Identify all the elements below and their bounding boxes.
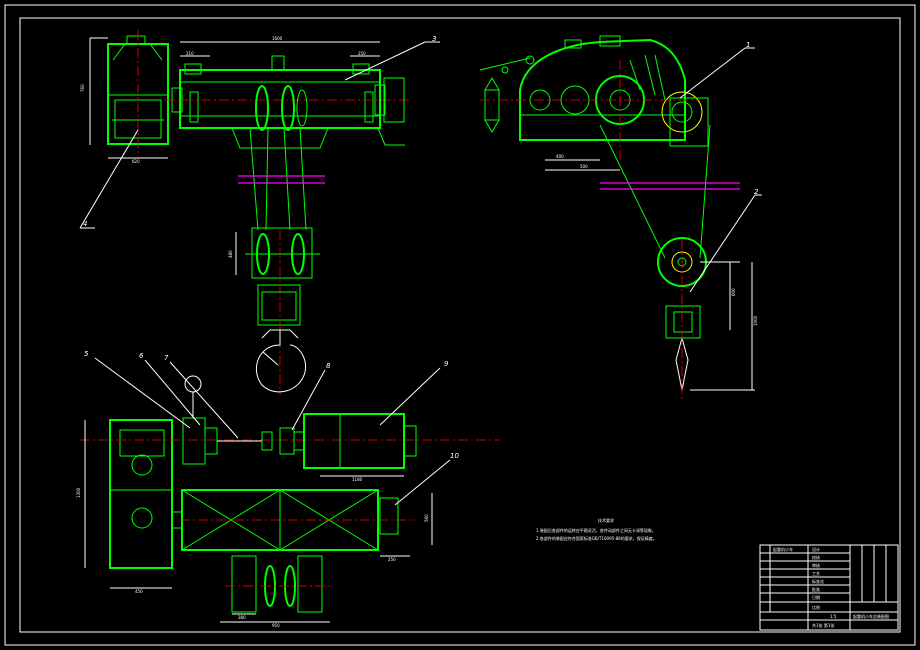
tb-row-3: 审核 [812,562,820,568]
dim-plan-bottom-b: 950 [272,623,280,628]
callout-10: 10 [450,452,459,460]
dim-gearbox-width: 620 [132,159,140,164]
callout-8: 8 [326,362,331,370]
dim-plan-right-w: 250 [388,557,396,562]
tb-row-2: 校核 [812,554,820,560]
tech-req-title: 技术要求 [598,517,614,523]
tb-scale: 1:5 [830,614,837,619]
front-view: 760 620 1600 210 250 480 [79,30,440,395]
tb-row-8: 比例 [812,604,820,610]
callout-5: 5 [84,350,89,358]
dim-left-small-1: 210 [186,51,194,56]
tb-row-4: 工艺 [812,571,820,576]
callout-6: 6 [139,352,144,360]
callout-7: 7 [164,354,169,362]
plan-gearbox [109,419,173,569]
tb-row-5: 标准化 [812,578,824,584]
dim-gearbox-height: 760 [80,84,85,92]
dim-left-small-2: 250 [358,51,366,56]
callout-2: 2 [754,188,759,196]
plan-view: 1300 450 1180 560 250 380 950 [76,357,500,628]
dim-pulley-block-height: 480 [228,250,233,258]
tb-drawing-name: 起重机小车总装配图 [853,613,889,619]
tech-req-line-2: 2.各部件的装配应符合国家标准GB/T10095-88的要求，保证精度。 [536,535,657,541]
callout-4: 4 [83,220,87,228]
tb-sheet: 共1张 第1张 [812,622,834,628]
callout-3: 3 [432,35,436,43]
dim-trolley-span: 1600 [272,36,283,41]
callout-9: 9 [444,360,449,368]
dim-plan-bottom-a: 380 [238,615,246,620]
title-block: 起重机小车 设计 校核 审核 工艺 标准化 批准 日期 比例 1:5 起重机小车… [759,544,899,631]
dim-side-lower-h2: 1000 [753,315,758,326]
callout-1: 1 [746,41,750,49]
side-drum [661,91,703,133]
outer-frame [4,4,916,646]
tb-row-7: 日期 [812,594,820,600]
crane-hook [255,330,307,393]
dim-side-lower-h1: 600 [731,288,736,296]
dim-side-width: 400 [556,154,564,159]
side-view: 400 500 600 1000 [479,35,762,400]
front-drum [179,69,381,129]
dim-plan-height: 1300 [76,487,81,498]
front-motor [383,77,405,123]
tb-row-6: 批准 [812,586,820,592]
dim-side-drum-offset: 500 [580,164,588,169]
side-brake [484,89,500,121]
plan-motor [303,413,405,469]
inner-frame [19,17,901,633]
tech-req-line-1: 1.装配后各部件的运转应平稳灵活，各传动部件之间无卡滞等现象。 [536,527,656,533]
tb-row-0: 起重机小车 [773,546,793,552]
dim-plan-gear-width: 450 [135,589,143,594]
dim-plan-right-h: 560 [424,514,429,522]
dim-motor-length: 1180 [352,477,363,482]
hook-pulley-block [251,227,313,279]
tb-row-1: 设计 [812,546,820,552]
